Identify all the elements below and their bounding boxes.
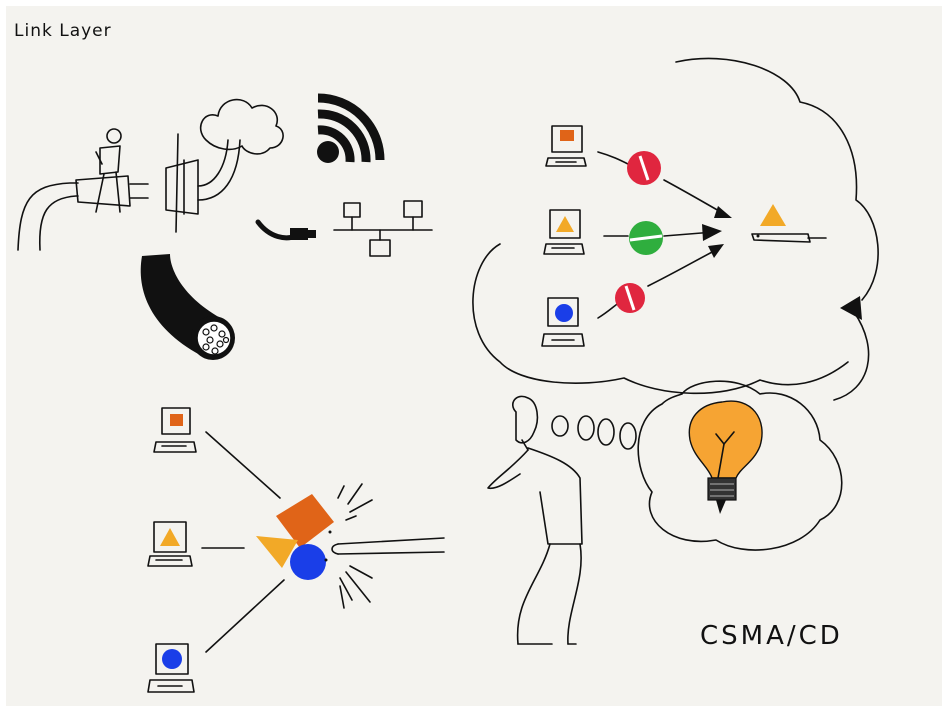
- fiber-optic-cable-icon: [140, 254, 235, 360]
- destination-node: [751, 204, 827, 243]
- collision-shapes: [256, 494, 334, 580]
- transmit-green-pill: [629, 221, 663, 255]
- network-topology-icon: [333, 200, 433, 257]
- computer-blue-circle: [541, 297, 585, 347]
- computer-yellow-triangle: [543, 209, 585, 255]
- collision-red-pill-1: [627, 151, 661, 185]
- power-cloud-icon: [200, 98, 284, 155]
- idea-arrow: [833, 311, 870, 401]
- csma-cd-label: CSMA/CD: [700, 621, 843, 651]
- idea-cloud: [637, 380, 843, 551]
- pointing-hand: [324, 530, 445, 562]
- computer-orange-square: [545, 125, 587, 167]
- page-title: Link Layer: [14, 21, 112, 41]
- idea-arrowhead: [840, 296, 862, 320]
- computer-orange-square-bottom: [153, 407, 197, 453]
- thought-bubbles: [551, 415, 637, 450]
- paper-background: [6, 6, 942, 706]
- thinking-person-figure: [487, 395, 583, 645]
- computer-blue-circle-bottom: [147, 643, 195, 693]
- power-plug-icon: [17, 128, 241, 251]
- computer-yellow-triangle-bottom: [147, 521, 193, 567]
- wifi-icon: [317, 93, 385, 163]
- light-bulb-icon: [688, 400, 763, 514]
- collision-burst: [337, 483, 373, 609]
- network-cloud: [472, 57, 879, 395]
- collision-red-pill-2: [615, 283, 645, 313]
- ethernet-cable-icon: [255, 219, 316, 241]
